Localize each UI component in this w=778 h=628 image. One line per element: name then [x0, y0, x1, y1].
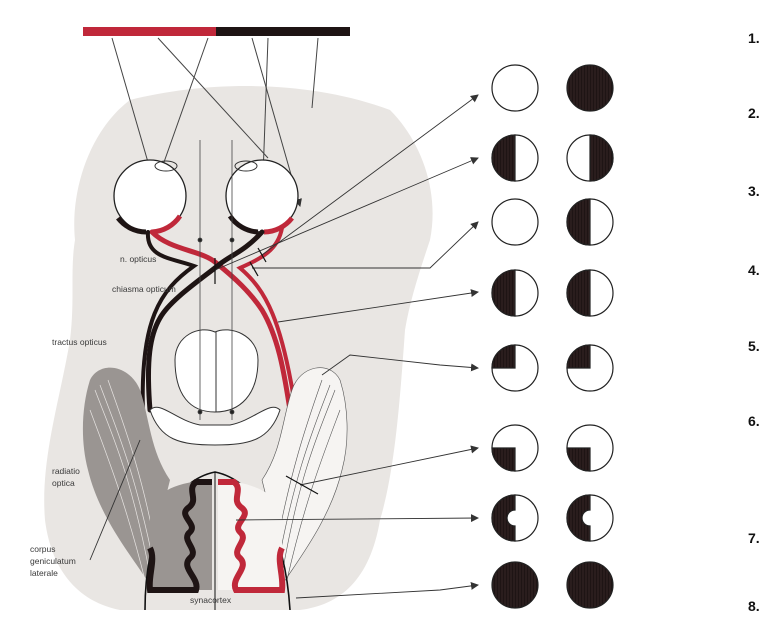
- label-tractus: tractus opticus: [52, 337, 107, 347]
- label-corpus-2: geniculatum: [30, 556, 76, 566]
- left-eye: [114, 160, 186, 232]
- field-number-1: 1.: [748, 30, 760, 46]
- label-n-opticus: n. opticus: [120, 254, 156, 264]
- label-radiatio-2: optica: [52, 478, 75, 488]
- field-number-5: 5.: [748, 338, 760, 354]
- label-corpus-3: laterale: [30, 568, 58, 578]
- field-number-6: 6.: [748, 413, 760, 429]
- field-3-left: [492, 199, 538, 245]
- field-number-4: 4.: [748, 262, 760, 278]
- field-1-left: [492, 65, 538, 111]
- field-number-8: 8.: [748, 598, 760, 614]
- field-8-right: [567, 562, 613, 608]
- field-8-left: [492, 562, 538, 608]
- label-corpus-1: corpus: [30, 544, 56, 554]
- visual-field-bar-right: [216, 27, 350, 36]
- field-number-3: 3.: [748, 183, 760, 199]
- label-radiatio-1: radiatio: [52, 466, 80, 476]
- right-eye: [226, 160, 298, 232]
- field-1-right: [567, 65, 613, 111]
- label-sehrinde: synacortex: [190, 595, 232, 605]
- field-number-2: 2.: [748, 105, 760, 121]
- visual-field-diagrams: [492, 65, 613, 608]
- label-chiasma: chiasma opticum: [112, 284, 176, 294]
- visual-field-bar-left: [83, 27, 216, 36]
- field-number-7: 7.: [748, 530, 760, 546]
